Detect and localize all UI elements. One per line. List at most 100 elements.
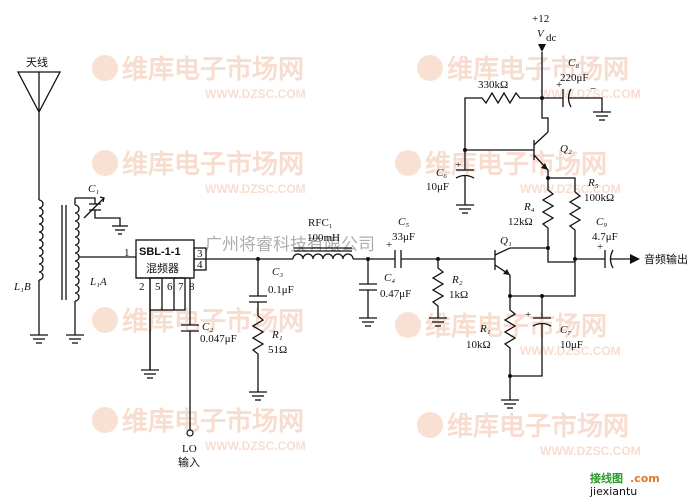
c8-value: 220μF bbox=[560, 72, 589, 84]
capacitor-c2-icon bbox=[181, 324, 199, 437]
watermark-url: WWW.DZSC.COM bbox=[520, 182, 621, 196]
q2-label: Q₂ bbox=[560, 143, 572, 155]
transformer-core-icon bbox=[61, 205, 67, 300]
c4-name: C₄ bbox=[384, 272, 395, 284]
rfc1-name: RFC₁ bbox=[308, 217, 333, 229]
c5-name: C₅ bbox=[398, 216, 409, 228]
c8-name: C₈ bbox=[568, 57, 579, 69]
inductor-rfc1-icon bbox=[292, 247, 395, 260]
pin-label: 3 bbox=[197, 248, 203, 260]
watermark-brand: 维库电子市场网 bbox=[122, 406, 304, 437]
c5-plus: + bbox=[386, 239, 392, 251]
pin-label: 6 bbox=[167, 281, 173, 293]
watermark-brand: 维库电子市场网 bbox=[122, 306, 304, 337]
watermark-logo bbox=[417, 412, 443, 438]
watermark-company: 广州将睿科技有限公司 bbox=[205, 235, 375, 255]
watermark-brand: 维库电子市场网 bbox=[122, 149, 304, 180]
c4-value: 0.47μF bbox=[380, 288, 411, 300]
c7-plus: + bbox=[525, 309, 531, 321]
variable-capacitor-c1-icon bbox=[75, 196, 128, 235]
r1a-value: 51Ω bbox=[268, 344, 287, 356]
mixer-model: SBL-1-1 bbox=[139, 246, 181, 258]
watermark-logo bbox=[92, 307, 118, 333]
pin-label: 4 bbox=[197, 259, 203, 271]
r1b-value: 10kΩ bbox=[466, 339, 491, 351]
capacitor-c8-icon bbox=[562, 88, 611, 121]
capacitor-c5-icon bbox=[394, 250, 495, 268]
capacitor-c9-icon bbox=[575, 249, 632, 269]
l1a-label: L₁A bbox=[89, 276, 107, 288]
r5-name: R₅ bbox=[587, 177, 599, 189]
c7-value: 10μF bbox=[560, 339, 583, 351]
r4-name: R₄ bbox=[523, 201, 535, 213]
vcc-value: +12 bbox=[532, 13, 549, 25]
watermark-brand: 维库电子市场网 bbox=[447, 54, 629, 85]
supply-arrow-icon bbox=[538, 44, 563, 100]
watermark-url: WWW.DZSC.COM bbox=[205, 439, 306, 453]
pin-label: 5 bbox=[155, 281, 161, 293]
vcc-symbol: V bbox=[537, 28, 545, 40]
watermark-logo bbox=[92, 150, 118, 176]
watermark-url: WWW.DZSC.COM bbox=[205, 182, 306, 196]
c9-value: 4.7μF bbox=[592, 231, 618, 243]
watermark-logo bbox=[417, 55, 443, 81]
watermark-url: WWW.DZSC.COM bbox=[205, 87, 306, 101]
q1-label: Q₁ bbox=[500, 235, 512, 247]
rfc1-value: 100mH bbox=[307, 232, 340, 244]
capacitor-c4-icon bbox=[359, 257, 377, 327]
c6-name: C₆ bbox=[436, 167, 447, 179]
antenna-icon bbox=[16, 71, 62, 200]
watermark-brand: 维库电子市场网 bbox=[122, 54, 304, 85]
c2-name: C₂ bbox=[202, 321, 213, 333]
watermark-url: WWW.DZSC.COM bbox=[520, 344, 621, 358]
c6-value: 10μF bbox=[426, 181, 449, 193]
c5-value: 33μF bbox=[392, 231, 415, 243]
watermark-logo bbox=[395, 150, 421, 176]
capacitor-c6-icon bbox=[455, 150, 475, 214]
watermark-layer: 维库电子市场网 WWW.DZSC.COM 维库电子市场网 WWW.DZSC.CO… bbox=[92, 54, 641, 458]
inductor-l1a-icon bbox=[66, 198, 84, 344]
r2-name: R₂ bbox=[451, 274, 463, 286]
c9-name: C₉ bbox=[596, 216, 607, 228]
resistor-r5-icon bbox=[568, 191, 582, 261]
antenna-label: 天线 bbox=[26, 55, 48, 69]
emitter-network bbox=[501, 259, 576, 409]
c8-minus: − bbox=[590, 83, 596, 95]
c3-value: 0.1μF bbox=[268, 284, 294, 296]
r1a-name: R₁ bbox=[271, 329, 283, 341]
lo-input-label: 输入 bbox=[178, 455, 200, 469]
c8-plus: + bbox=[556, 79, 562, 91]
transistor-q2-icon bbox=[463, 98, 576, 192]
c2-value: 0.047μF bbox=[200, 333, 237, 345]
watermark-logo bbox=[92, 407, 118, 433]
watermark-brand: 维库电子市场网 bbox=[425, 149, 607, 180]
transistor-q1-icon bbox=[494, 247, 548, 296]
c7-name: C₇ bbox=[560, 324, 571, 336]
audio-output-label: 音频输出 bbox=[644, 252, 688, 266]
r1b-name: R₁ bbox=[479, 323, 491, 335]
r330k-value: 330kΩ bbox=[478, 79, 508, 91]
watermark-brand: 维库电子市场网 bbox=[425, 311, 607, 342]
l1b-label: L₁B bbox=[13, 281, 31, 293]
resistor-330k-icon bbox=[464, 91, 542, 150]
capacitor-c3-icon bbox=[249, 259, 267, 316]
c3-name: C₃ bbox=[272, 266, 283, 278]
pin-label: 2 bbox=[139, 281, 145, 293]
output-arrow-icon bbox=[630, 254, 640, 264]
vcc-subscript: dc bbox=[546, 32, 557, 44]
resistor-r1a-icon bbox=[249, 315, 267, 401]
pin-label: 8 bbox=[189, 281, 195, 293]
footer-left: 接线图 bbox=[590, 471, 623, 485]
watermark-logo bbox=[92, 55, 118, 81]
inductor-l1b-icon bbox=[30, 199, 48, 344]
mixer-name: 混频器 bbox=[146, 261, 179, 275]
resistor-r2-icon bbox=[429, 257, 447, 327]
pin-label: 1 bbox=[124, 247, 130, 259]
c1-label: C₁ bbox=[88, 183, 99, 195]
watermark-logo bbox=[395, 312, 421, 338]
mixer-pin-wires bbox=[141, 277, 191, 379]
r4-value: 12kΩ bbox=[508, 216, 533, 228]
footer-logo: 接线图 .com jiexiantu bbox=[589, 471, 660, 498]
r5-value: 100kΩ bbox=[584, 192, 614, 204]
